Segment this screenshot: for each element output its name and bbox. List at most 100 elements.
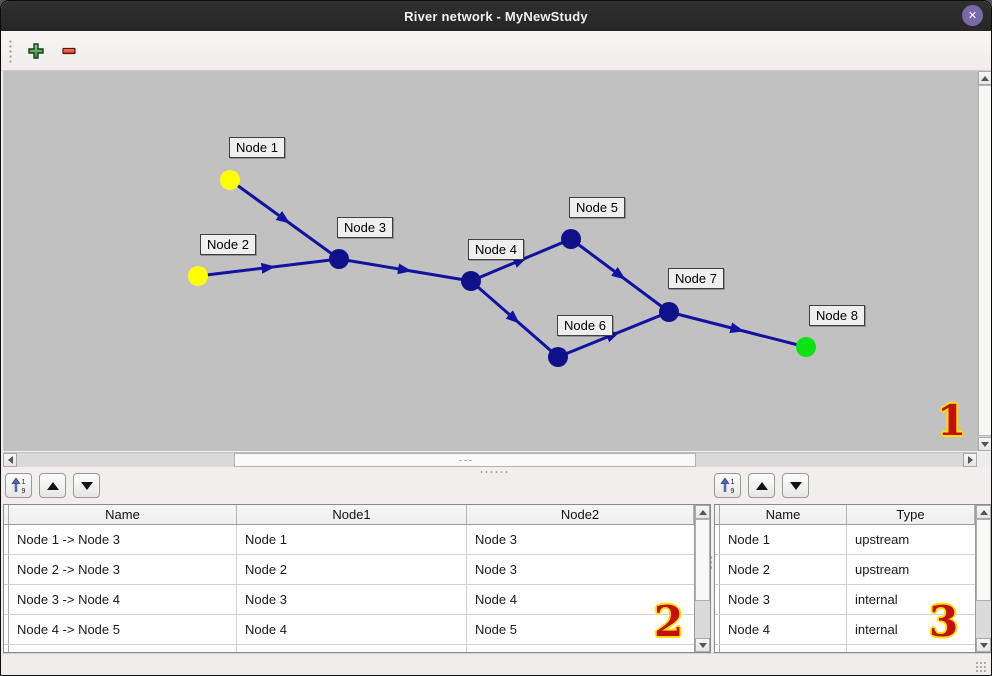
cell-name[interactable]	[9, 645, 237, 652]
cell-name[interactable]: Node 1	[720, 525, 847, 554]
vertical-scroll-thumb[interactable]	[695, 519, 710, 601]
cell-type[interactable]: upstream	[855, 562, 910, 577]
edge-node-7-to-node-8[interactable]	[668, 310, 807, 349]
canvas-vertical-scrollbar[interactable]	[977, 71, 991, 451]
reaches-table-scrollbar[interactable]	[694, 505, 710, 652]
node-7[interactable]	[659, 302, 679, 322]
river-network-canvas[interactable]: Node 1 Node 2 Node 3 Node 4 Node 5 Node 6 Node…	[3, 71, 977, 451]
sort-button[interactable]: 1 9	[714, 473, 741, 498]
scroll-up-button[interactable]	[695, 505, 710, 519]
remove-button[interactable]	[59, 41, 79, 61]
cell-node2[interactable]	[467, 645, 694, 652]
cell-type[interactable]: internal	[855, 622, 898, 637]
cell-type[interactable]	[847, 645, 975, 652]
move-up-button[interactable]	[39, 473, 66, 498]
cell-node2[interactable]: Node 3	[475, 532, 517, 547]
node-1[interactable]	[220, 170, 240, 190]
scroll-down-button[interactable]	[978, 437, 991, 451]
node-label-node-4[interactable]: Node 4	[468, 239, 524, 260]
column-header-type[interactable]: Type	[847, 505, 975, 524]
node-3[interactable]	[329, 249, 349, 269]
node-label-node-6[interactable]: Node 6	[557, 315, 613, 336]
cell-node2[interactable]: Node 3	[475, 562, 517, 577]
plus-icon	[28, 42, 44, 59]
edge-node-4-to-node-6[interactable]	[470, 279, 559, 359]
cell-name[interactable]: Node 4	[720, 615, 847, 644]
cell-name[interactable]	[720, 645, 847, 652]
cell-node2[interactable]: Node 4	[475, 592, 517, 607]
vertical-scroll-thumb[interactable]	[978, 85, 991, 436]
node-label-node-1[interactable]: Node 1	[229, 137, 285, 158]
svg-text:1: 1	[21, 479, 25, 486]
table-row[interactable]: Node 2 upstream	[715, 555, 975, 585]
cell-type[interactable]: upstream	[855, 532, 910, 547]
cell-name[interactable]: Node 3	[720, 585, 847, 614]
node-label-node-2[interactable]: Node 2	[200, 234, 256, 255]
table-row[interactable]: Node 4 internal	[715, 615, 975, 645]
horizontal-scroll-thumb[interactable]	[234, 453, 696, 467]
table-row[interactable]	[715, 645, 975, 652]
arrow-up-icon	[755, 481, 768, 490]
pane-splitter-grip[interactable]	[479, 470, 509, 474]
scroll-down-button[interactable]	[976, 638, 991, 652]
node-5[interactable]	[561, 229, 581, 249]
cell-name[interactable]: Node 2 -> Node 3	[9, 555, 237, 584]
move-up-button[interactable]	[748, 473, 775, 498]
edge-node-5-to-node-7[interactable]	[570, 237, 670, 314]
canvas-horizontal-scrollbar[interactable]	[3, 452, 977, 467]
cell-name[interactable]: Node 2	[720, 555, 847, 584]
scroll-up-button[interactable]	[978, 71, 991, 85]
node-4[interactable]	[461, 271, 481, 291]
cell-node1[interactable]: Node 2	[237, 555, 467, 584]
edge-node-4-to-node-5[interactable]	[470, 237, 572, 283]
column-header-name[interactable]: Name	[720, 505, 847, 524]
node-8[interactable]	[796, 337, 816, 357]
node-label-node-8[interactable]: Node 8	[809, 305, 865, 326]
cell-node2[interactable]: Node 5	[475, 622, 517, 637]
edge-node-3-to-node-4[interactable]	[338, 257, 472, 283]
nodes-table-scrollbar[interactable]	[975, 505, 991, 652]
table-splitter-grip[interactable]	[709, 555, 713, 571]
node-label-node-3[interactable]: Node 3	[337, 217, 393, 238]
window-resize-grip[interactable]	[975, 661, 987, 673]
table-row[interactable]: Node 3 internal	[715, 585, 975, 615]
table-row[interactable]: Node 1 upstream	[715, 525, 975, 555]
cell-node1[interactable]: Node 4	[237, 615, 467, 644]
add-button[interactable]	[26, 41, 46, 61]
titlebar[interactable]: River network - MyNewStudy ✕	[1, 1, 991, 31]
cell-node1[interactable]: Node 3	[237, 585, 467, 614]
row-stub	[4, 505, 9, 524]
column-header-node1[interactable]: Node1	[237, 505, 467, 524]
scroll-down-button[interactable]	[695, 638, 710, 652]
cell-node1[interactable]	[237, 645, 467, 652]
main-toolbar	[1, 31, 991, 71]
close-button[interactable]: ✕	[962, 5, 983, 26]
column-header-node2[interactable]: Node2	[467, 505, 694, 524]
scroll-left-button[interactable]	[3, 453, 17, 467]
toolbar-grip[interactable]	[8, 38, 13, 63]
edge-node-2-to-node-3[interactable]	[197, 257, 340, 278]
cell-name[interactable]: Node 1 -> Node 3	[9, 525, 237, 554]
node-6[interactable]	[548, 347, 568, 367]
node-label-node-7[interactable]: Node 7	[668, 268, 724, 289]
move-down-button[interactable]	[782, 473, 809, 498]
cell-type[interactable]: internal	[855, 592, 898, 607]
edge-node-6-to-node-7[interactable]	[557, 310, 670, 359]
scroll-right-button[interactable]	[963, 453, 977, 467]
vertical-scroll-thumb[interactable]	[976, 519, 991, 601]
node-label-node-5[interactable]: Node 5	[569, 197, 625, 218]
column-header-name[interactable]: Name	[9, 505, 237, 524]
edge-node-1-to-node-3[interactable]	[229, 178, 340, 261]
table-row[interactable]	[4, 645, 694, 652]
scroll-up-button[interactable]	[976, 505, 991, 519]
node-2[interactable]	[188, 266, 208, 286]
move-down-button[interactable]	[73, 473, 100, 498]
sort-button[interactable]: 1 9	[5, 473, 32, 498]
cell-name[interactable]: Node 3 -> Node 4	[9, 585, 237, 614]
cell-name[interactable]: Node 4 -> Node 5	[9, 615, 237, 644]
cell-node1[interactable]: Node 1	[237, 525, 467, 554]
